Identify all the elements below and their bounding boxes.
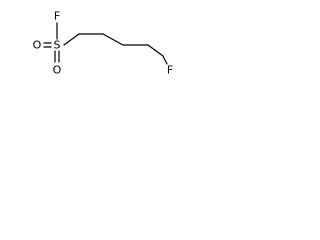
atom-o-bottom: O — [53, 64, 62, 77]
molecule-structure-diagram: F S O O F — [33, 10, 174, 77]
atom-f-right: F — [167, 64, 173, 77]
atom-f-top: F — [54, 10, 60, 23]
bond-c4-c5 — [147, 44, 164, 57]
bond-c2-c3 — [102, 33, 124, 46]
atom-s: S — [54, 39, 61, 52]
bond-c5-f — [162, 55, 168, 65]
sulfonyl-group — [43, 22, 60, 63]
bond-s-c1 — [63, 33, 80, 46]
carbon-chain — [63, 33, 168, 65]
atom-o-left: O — [33, 39, 42, 52]
